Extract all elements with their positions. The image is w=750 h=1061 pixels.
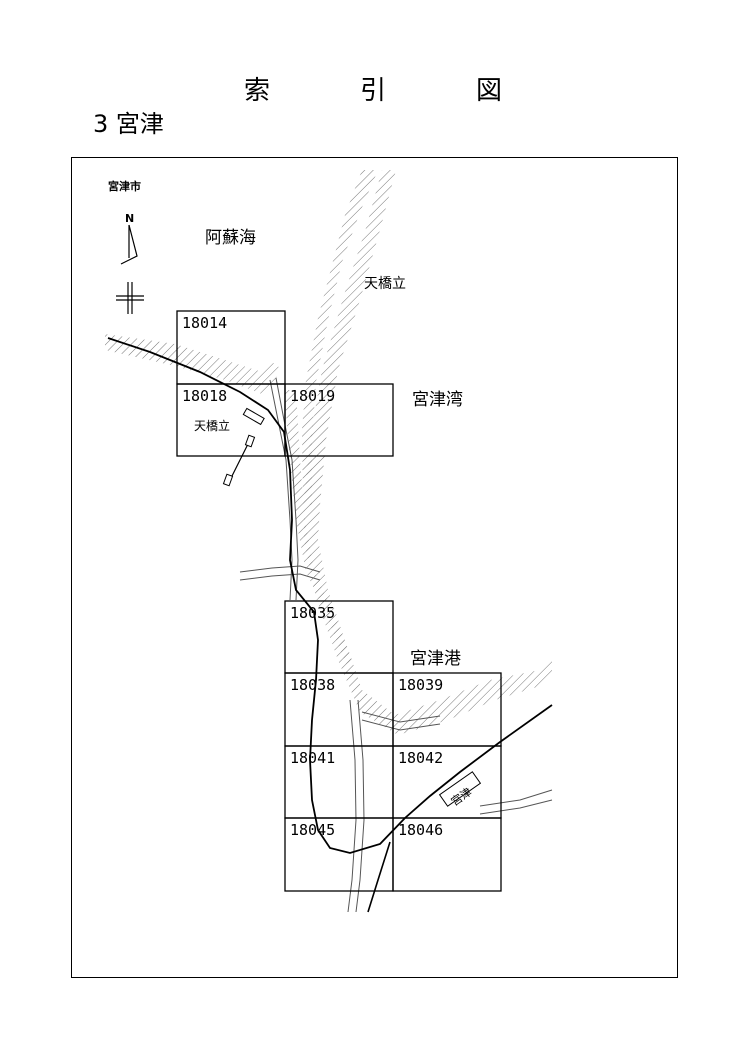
- north-arrow-icon: [116, 224, 144, 314]
- road-south: [347, 699, 357, 913]
- amanohashidate-station-symbol: [242, 407, 265, 426]
- coast-hatch-east: [304, 170, 552, 735]
- amanohashidate-label: 天橋立: [364, 276, 406, 292]
- road-port-edge: [361, 719, 441, 731]
- map-frame: [71, 157, 678, 978]
- sheet-18045-label: 18045: [290, 821, 335, 839]
- sheet-18019-label: 18019: [290, 387, 335, 405]
- coast-hatch-west: [105, 334, 280, 394]
- station-small-1: [244, 434, 256, 448]
- page-title: 索 引 図: [0, 70, 750, 106]
- road-east: [479, 789, 553, 807]
- sheet-18046-label: 18046: [398, 821, 443, 839]
- title-char-1: 索: [244, 76, 271, 106]
- page-subtitle: 3 宮津: [93, 110, 164, 138]
- miyazu-port-label: 宮津港: [410, 649, 461, 669]
- sheet-18035-label: 18035: [290, 604, 335, 622]
- railway-spur: [229, 439, 251, 481]
- road-cross-edge: [239, 573, 321, 581]
- sheet-grid: [176, 310, 502, 892]
- road-cross: [239, 565, 321, 573]
- road-port: [361, 711, 441, 723]
- miyazu-station-symbol: [438, 771, 482, 807]
- sheet-18018-label: 18018: [182, 387, 227, 405]
- sheet-18046-box[interactable]: [392, 817, 502, 892]
- sheet-18039-label: 18039: [398, 676, 443, 694]
- sheet-18014-label: 18014: [182, 314, 227, 332]
- asokai-label: 阿蘇海: [205, 228, 256, 248]
- station-small-2: [222, 473, 234, 487]
- amanohashidate-station-label: 天橋立: [194, 418, 230, 433]
- sheet-18042-label: 18042: [398, 749, 443, 767]
- road-east-edge: [479, 799, 553, 815]
- railway-branch: [367, 841, 391, 913]
- north-label: N: [125, 212, 134, 225]
- sheet-18038-label: 18038: [290, 676, 335, 694]
- coast-hatch-mid: [284, 390, 352, 664]
- sheet-18019-box[interactable]: [284, 383, 394, 457]
- road-south-edge: [355, 699, 365, 913]
- title-char-3: 図: [476, 76, 503, 106]
- sheet-18041-label: 18041: [290, 749, 335, 767]
- city-label: 宮津市: [108, 179, 141, 193]
- title-char-2: 引: [360, 76, 387, 106]
- miyazu-bay-label: 宮津湾: [412, 390, 463, 410]
